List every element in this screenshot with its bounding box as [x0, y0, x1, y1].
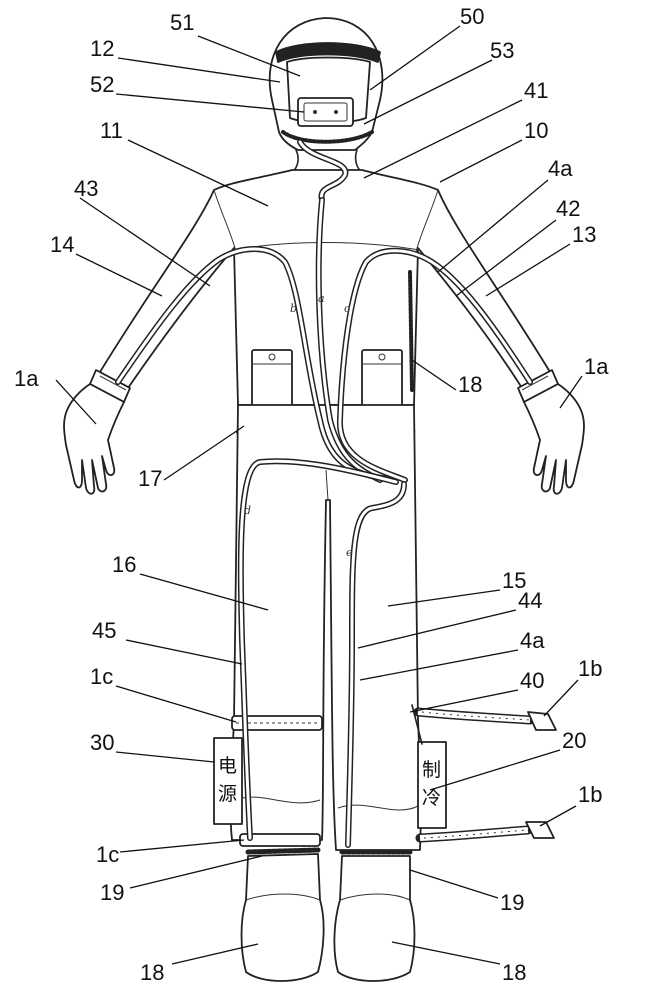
- label-42: 42: [556, 196, 580, 221]
- leader-lines: [55, 25, 583, 965]
- hose-letter-b: b: [290, 302, 297, 315]
- label-20: 20: [562, 728, 586, 753]
- side-zipper: [408, 270, 414, 392]
- label-1b-bottom: 1b: [578, 782, 602, 807]
- hoses: [115, 139, 533, 848]
- label-12: 12: [90, 36, 114, 61]
- upper-leg-strap: [231, 715, 323, 731]
- helmet-seal: [281, 130, 374, 144]
- reference-labels: 51 12 52 11 43 14 1a 17 16 45 1c 30 1c 1…: [14, 4, 609, 985]
- label-11: 11: [100, 118, 123, 143]
- power-pack: 电 源: [213, 737, 243, 825]
- label-1c-bottom: 1c: [96, 842, 119, 867]
- label-40: 40: [520, 668, 544, 693]
- label-18-pocket: 18: [458, 372, 482, 397]
- label-4a-bottom: 4a: [520, 628, 545, 653]
- cooling-label-char-1: 制: [422, 759, 441, 781]
- cooling-unit: 制 冷: [417, 741, 447, 829]
- label-45: 45: [92, 618, 116, 643]
- suit-lower: [229, 404, 422, 851]
- label-10: 10: [524, 118, 548, 143]
- label-19-right: 19: [500, 890, 524, 915]
- label-44: 44: [518, 588, 542, 613]
- external-tube-upper: [413, 707, 557, 731]
- label-1a-right: 1a: [584, 354, 609, 379]
- right-pocket: [361, 349, 403, 411]
- label-18-right: 18: [502, 960, 526, 985]
- label-43: 43: [74, 176, 98, 201]
- label-14: 14: [50, 232, 74, 257]
- right-glove: [523, 383, 585, 495]
- label-41: 41: [524, 78, 548, 103]
- left-glove: [63, 383, 125, 495]
- external-tube-lower: [415, 821, 555, 843]
- label-1a-left: 1a: [14, 366, 39, 391]
- power-label-char-1: 电: [218, 755, 237, 777]
- hose-letter-d: d: [244, 504, 251, 517]
- label-17: 17: [138, 466, 162, 491]
- label-50: 50: [460, 4, 484, 29]
- left-pocket: [251, 349, 293, 411]
- hose-letter-e: e: [346, 546, 353, 559]
- label-16: 16: [112, 552, 136, 577]
- label-13: 13: [572, 222, 596, 247]
- label-51: 51: [170, 10, 194, 35]
- left-boot: [240, 853, 325, 982]
- left-boot-seal: [245, 847, 321, 855]
- label-4a-top: 4a: [548, 156, 573, 181]
- label-18-left: 18: [140, 960, 164, 985]
- right-boot: [333, 855, 416, 982]
- breathing-module: [297, 97, 354, 127]
- helmet-hood: [268, 17, 384, 173]
- cooling-label-char-2: 冷: [422, 787, 441, 809]
- label-53: 53: [490, 38, 514, 63]
- visor-band: [275, 42, 381, 63]
- power-label-char-2: 源: [218, 783, 237, 805]
- label-30: 30: [90, 730, 114, 755]
- label-1c-top: 1c: [90, 664, 113, 689]
- label-1b-top: 1b: [578, 656, 602, 681]
- hose-letter-c: c: [344, 302, 350, 315]
- hose-letter-a: a: [318, 292, 325, 305]
- label-15: 15: [502, 568, 526, 593]
- label-52: 52: [90, 72, 114, 97]
- label-19-left: 19: [100, 880, 124, 905]
